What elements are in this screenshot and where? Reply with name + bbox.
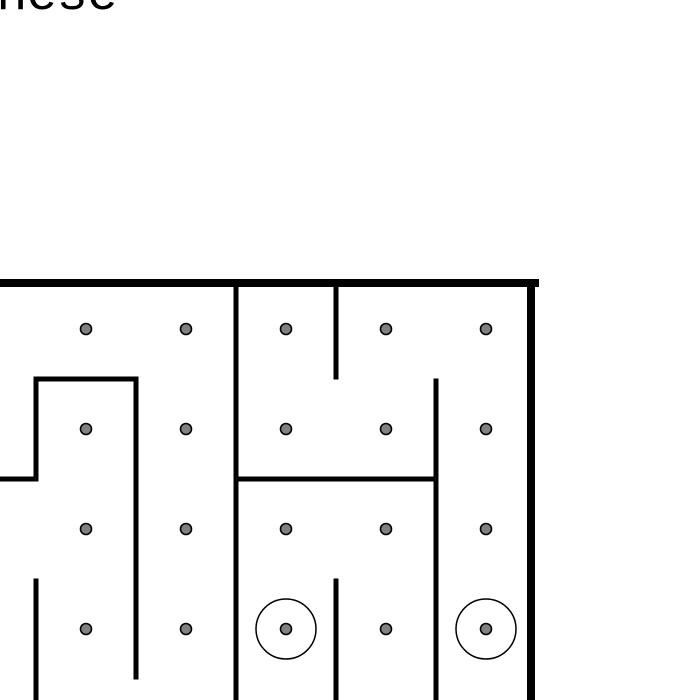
cell-dot xyxy=(479,422,493,436)
cell-dot xyxy=(479,622,493,636)
cell-dot xyxy=(479,322,493,336)
target-ring xyxy=(455,598,517,660)
cell-dot xyxy=(79,522,93,536)
cell-dot xyxy=(379,422,393,436)
cell-dot xyxy=(79,322,93,336)
cell-dot xyxy=(379,522,393,536)
cell-dot xyxy=(179,522,193,536)
cell-dot xyxy=(279,422,293,436)
cell-dot xyxy=(79,622,93,636)
cell-dot xyxy=(179,322,193,336)
cell-dot xyxy=(379,322,393,336)
target-ring xyxy=(255,598,317,660)
cell-dot xyxy=(179,622,193,636)
cell-dot xyxy=(279,622,293,636)
cell-dot xyxy=(379,622,393,636)
cell-dot xyxy=(479,522,493,536)
cell-dot xyxy=(279,522,293,536)
cell-dot xyxy=(79,422,93,436)
cell-dot xyxy=(279,322,293,336)
caption-text: these xyxy=(0,0,118,25)
cell-dot xyxy=(179,422,193,436)
